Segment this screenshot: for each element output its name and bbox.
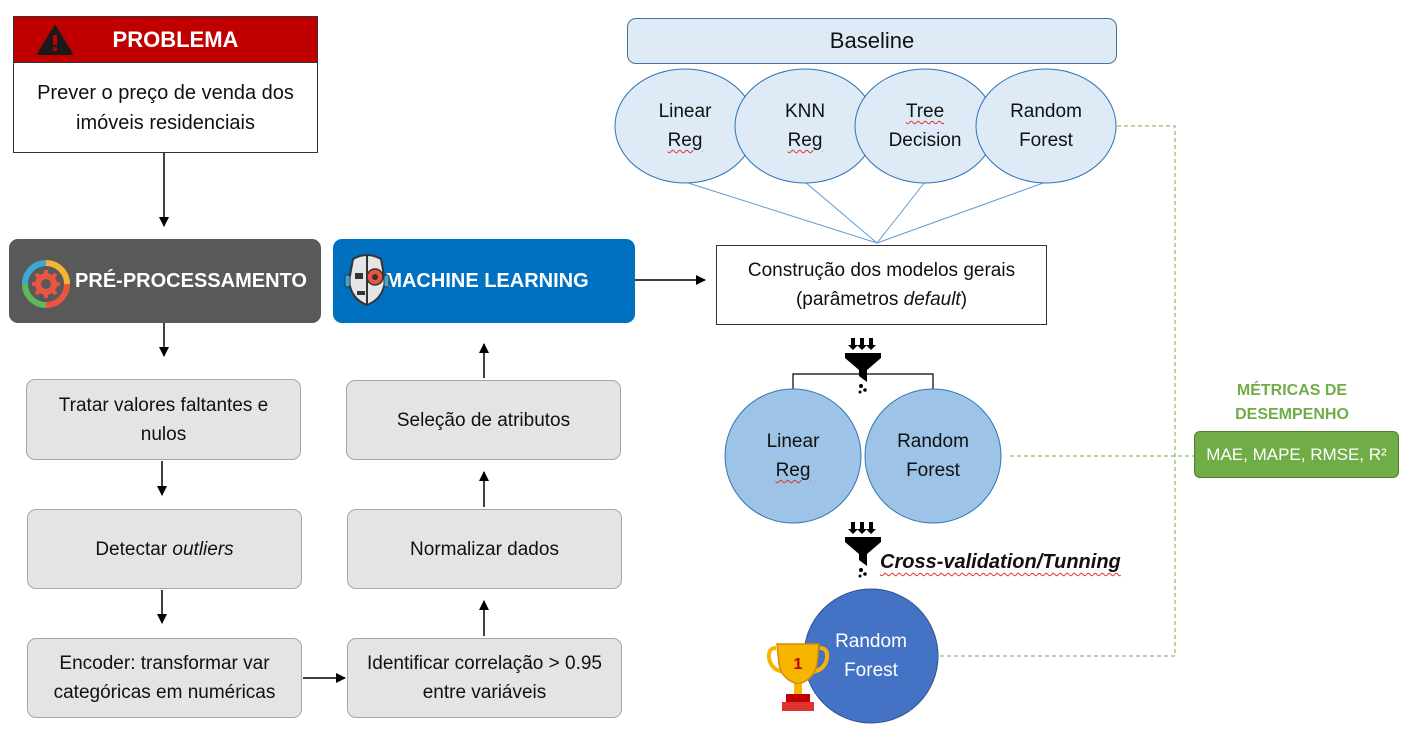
funnel-icon xyxy=(845,522,881,578)
cross-validation-label: Cross-validation/Tunning xyxy=(880,551,1121,573)
step-detect-outliers: Detectar outliers xyxy=(27,509,302,589)
baseline-model-random-forest xyxy=(975,68,1117,184)
step-label: Encoder: transformar var categóricas em … xyxy=(53,653,276,703)
problem-title: PROBLEMA xyxy=(112,26,239,52)
trophy-icon: 1 xyxy=(766,643,830,711)
step-correlation: Identificar correlação > 0.95 entre vari… xyxy=(347,638,622,718)
problem-header: PROBLEMA xyxy=(13,16,318,63)
selected-model-linear-reg xyxy=(724,388,862,524)
selected-model-random-forest xyxy=(864,388,1002,524)
trophy-rank: 1 xyxy=(794,656,803,673)
step-encoder: Encoder: transformar var categóricas em … xyxy=(27,638,302,718)
step-feature-selection: Seleção de atributos xyxy=(346,380,621,460)
ml-header: MACHINE LEARNING xyxy=(333,239,635,323)
build-models-box: Construção dos modelos gerais (parâmetro… xyxy=(716,245,1047,325)
step-label: Detectar outliers xyxy=(95,538,234,560)
funnel-icon xyxy=(845,338,881,394)
step-label: Identificar correlação > 0.95 entre vari… xyxy=(367,653,602,703)
warning-icon xyxy=(37,25,73,55)
problem-description: Prever o preço de venda dos imóveis resi… xyxy=(13,62,318,153)
step-normalize: Normalizar dados xyxy=(347,509,622,589)
metrics-box: MAE, MAPE, RMSE, R² xyxy=(1194,431,1399,478)
step-label: Tratar valores faltantes e nulos xyxy=(58,394,269,445)
robot-head-icon xyxy=(344,254,390,307)
step-label: Normalizar dados xyxy=(410,538,559,560)
baseline-header: Baseline xyxy=(627,18,1117,64)
gear-cycle-icon xyxy=(22,260,70,308)
metrics-title: MÉTRICAS DE DESEMPENHO xyxy=(1235,382,1349,423)
ml-title: MACHINE LEARNING xyxy=(385,269,589,292)
preprocessing-title: PRÉ-PROCESSAMENTO xyxy=(75,269,307,292)
build-line1: Construção dos modelos gerais xyxy=(747,260,1016,281)
step-label: Seleção de atributos xyxy=(396,409,571,431)
preprocessing-header: PRÉ-PROCESSAMENTO xyxy=(9,239,321,323)
step-missing-values: Tratar valores faltantes e nulos xyxy=(26,379,301,460)
build-line2: (parâmetros default) xyxy=(795,289,968,310)
